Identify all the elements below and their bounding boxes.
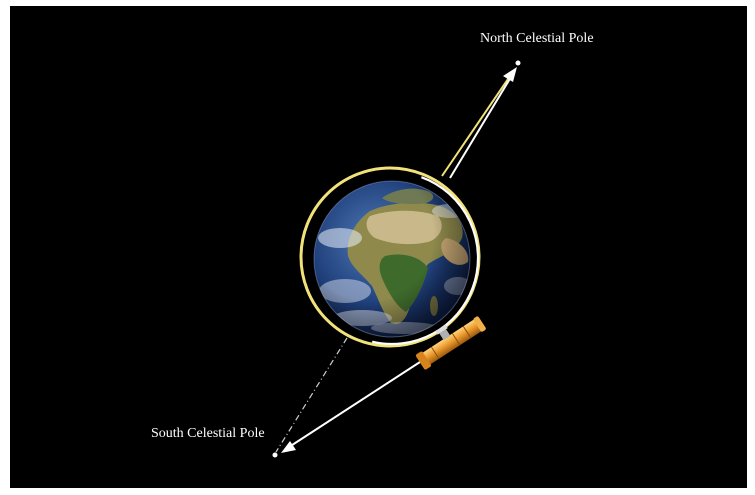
telescope-orbit-arc xyxy=(304,170,480,346)
north-celestial-pole-label: North Celestial Pole xyxy=(480,31,594,46)
south-dashed-axis xyxy=(275,337,348,453)
south-celestial-pole-label: South Celestial Pole xyxy=(151,426,265,441)
earth-globe-icon xyxy=(313,180,471,338)
south-pole-dot xyxy=(272,452,278,458)
north-axis-white xyxy=(449,71,515,179)
diagram-canvas: North Celestial Pole South Celestial Pol… xyxy=(10,6,747,488)
space-telescope-icon xyxy=(415,316,486,370)
south-arrow-head xyxy=(281,441,296,453)
diagram-svg xyxy=(272,60,521,458)
north-arrow-head xyxy=(503,67,517,82)
north-axis-yellow xyxy=(441,75,511,177)
south-axis-white xyxy=(285,361,421,450)
north-pole-dot xyxy=(515,60,521,66)
